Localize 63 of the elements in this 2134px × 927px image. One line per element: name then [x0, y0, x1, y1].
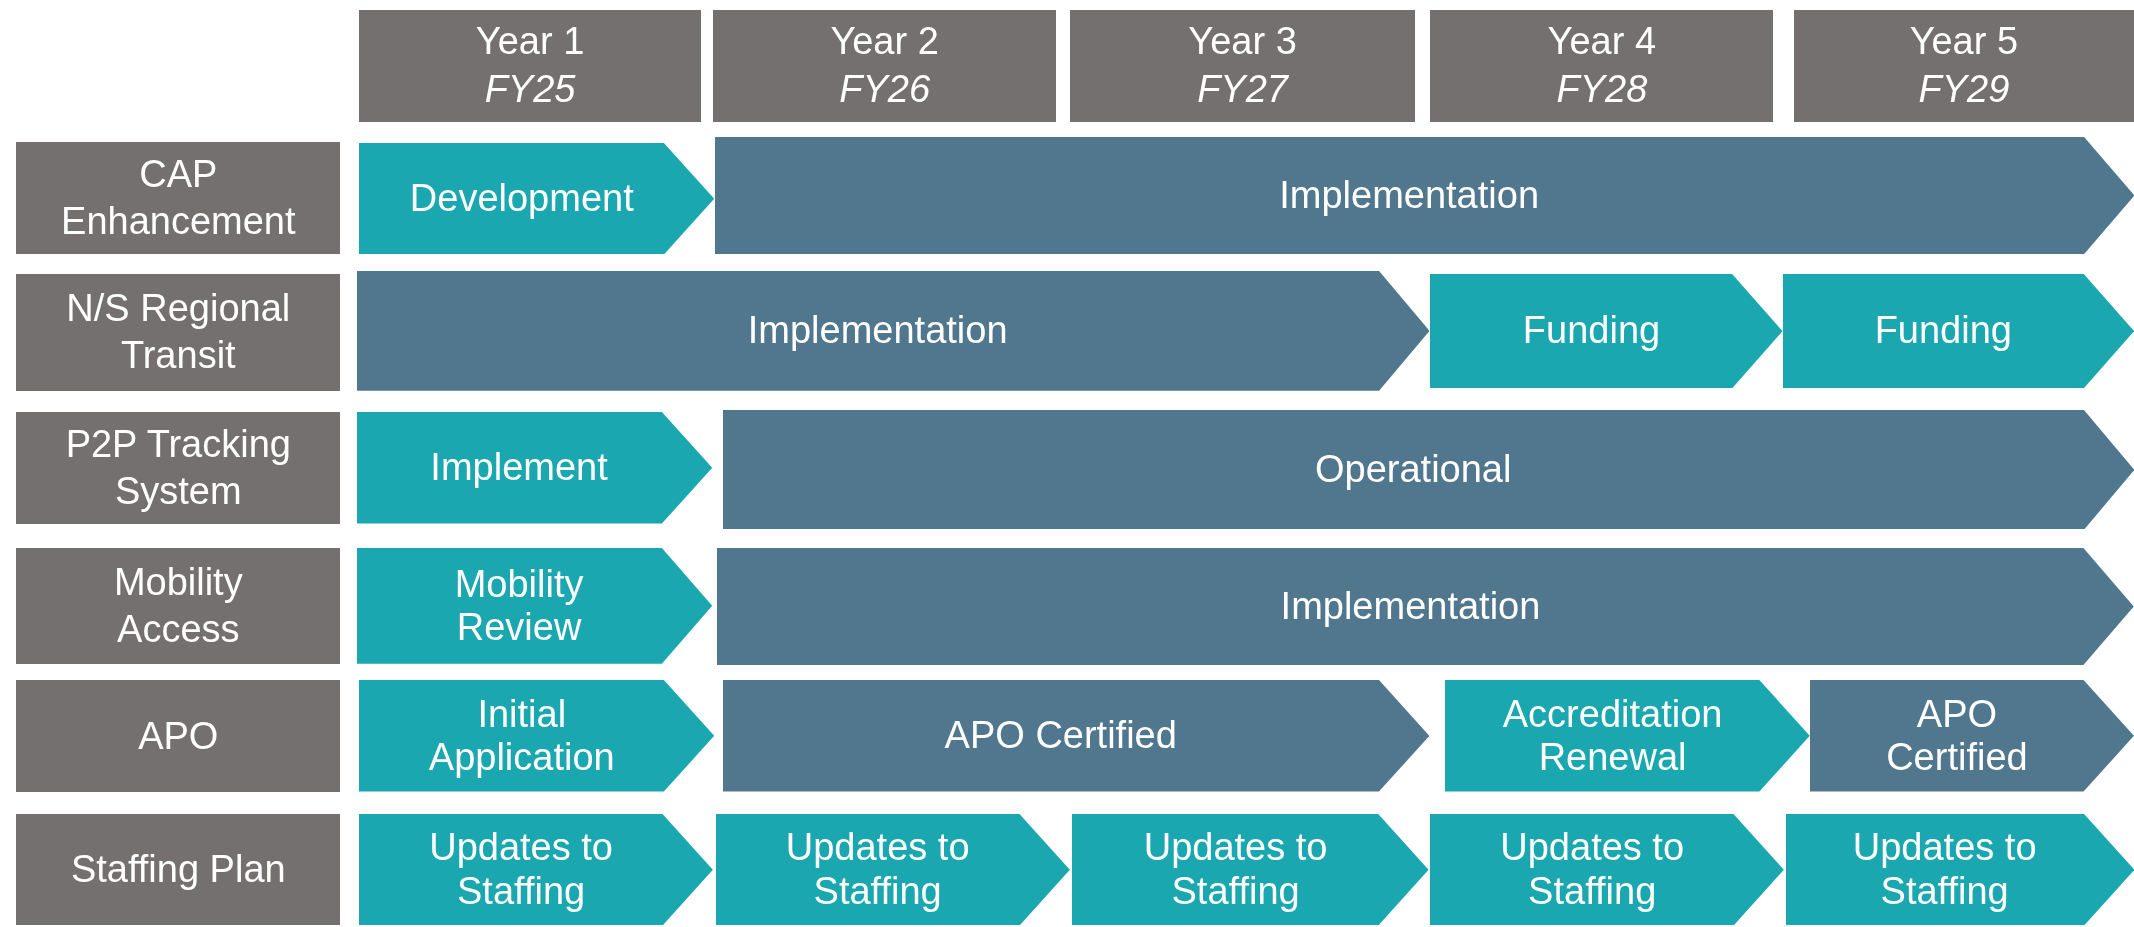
row-label: N/S Regional Transit — [65, 285, 292, 379]
year-header — [1069, 9, 1416, 123]
phase-label: Operational — [1314, 447, 1513, 492]
phase-label: Initial Application — [427, 692, 616, 780]
phase-bar — [1810, 680, 2134, 793]
year-label: Year 5 — [1909, 19, 2019, 65]
fiscal-year-label: FY26 — [839, 67, 931, 112]
phase-label: Funding — [1521, 308, 1662, 353]
phase-bar — [359, 813, 714, 926]
year-label: Year 2 — [830, 19, 939, 65]
phase-bar — [1430, 273, 1783, 388]
year-header — [1793, 9, 2134, 123]
phase-bar — [1430, 813, 1785, 926]
phase-bar — [1785, 813, 2134, 926]
phase-label: Updates to Staffing — [1142, 825, 1329, 914]
row-label-box — [16, 412, 341, 524]
row-label-box — [16, 548, 341, 665]
phase-bar — [1782, 273, 2134, 388]
phase-label: Development — [408, 176, 635, 221]
phase-bar — [1072, 813, 1429, 926]
phase-label: Implementation — [1278, 174, 1541, 218]
year-label: Year 1 — [475, 19, 585, 65]
year-label: Year 3 — [1188, 19, 1297, 65]
phase-bar — [356, 412, 712, 524]
phase-bar — [356, 270, 1429, 391]
row-label-box — [16, 680, 341, 793]
year-label: Year 4 — [1547, 19, 1657, 65]
phase-bar — [359, 680, 715, 793]
row-label: Mobility Access — [112, 559, 244, 653]
phase-label: Accreditation Renewal — [1501, 692, 1724, 780]
phase-label: Updates to Staffing — [1851, 825, 2038, 914]
phase-label: Mobility Review — [453, 562, 585, 650]
phase-bar — [1445, 680, 1811, 793]
fiscal-year-label: FY25 — [484, 67, 576, 112]
row-label: CAP Enhancement — [60, 151, 297, 244]
row-label: Staffing Plan — [70, 846, 286, 892]
phase-label: Implementation — [746, 308, 1009, 353]
phase-bar — [715, 813, 1070, 926]
phase-bar — [714, 137, 2134, 255]
row-label: P2P Tracking System — [64, 421, 292, 515]
fiscal-year-label: FY28 — [1556, 67, 1648, 112]
phase-label: Implementation — [1279, 585, 1542, 629]
phase-bar — [722, 409, 2134, 530]
phase-bar — [717, 548, 2134, 666]
row-label-box — [16, 813, 341, 926]
fiscal-year-label: FY29 — [1918, 67, 2010, 112]
phase-label: APO Certified — [943, 714, 1178, 759]
phase-label: APO Certified — [1885, 692, 2029, 780]
phase-bar — [722, 680, 1429, 793]
phase-label: Updates to Staffing — [428, 825, 614, 914]
fiscal-year-label: FY27 — [1197, 67, 1288, 112]
phase-label: Updates to Staffing — [1499, 825, 1686, 914]
phase-bar — [356, 548, 712, 665]
year-header — [1430, 9, 1774, 123]
phase-bar — [359, 142, 715, 255]
phase-label: Funding — [1873, 308, 2013, 353]
row-label: APO — [138, 713, 219, 759]
row-label-box — [16, 141, 341, 255]
year-header — [713, 9, 1057, 123]
phase-label: Implement — [429, 446, 609, 490]
year-header — [359, 9, 701, 123]
phase-label: Updates to Staffing — [784, 825, 971, 914]
row-label-box — [16, 273, 341, 391]
